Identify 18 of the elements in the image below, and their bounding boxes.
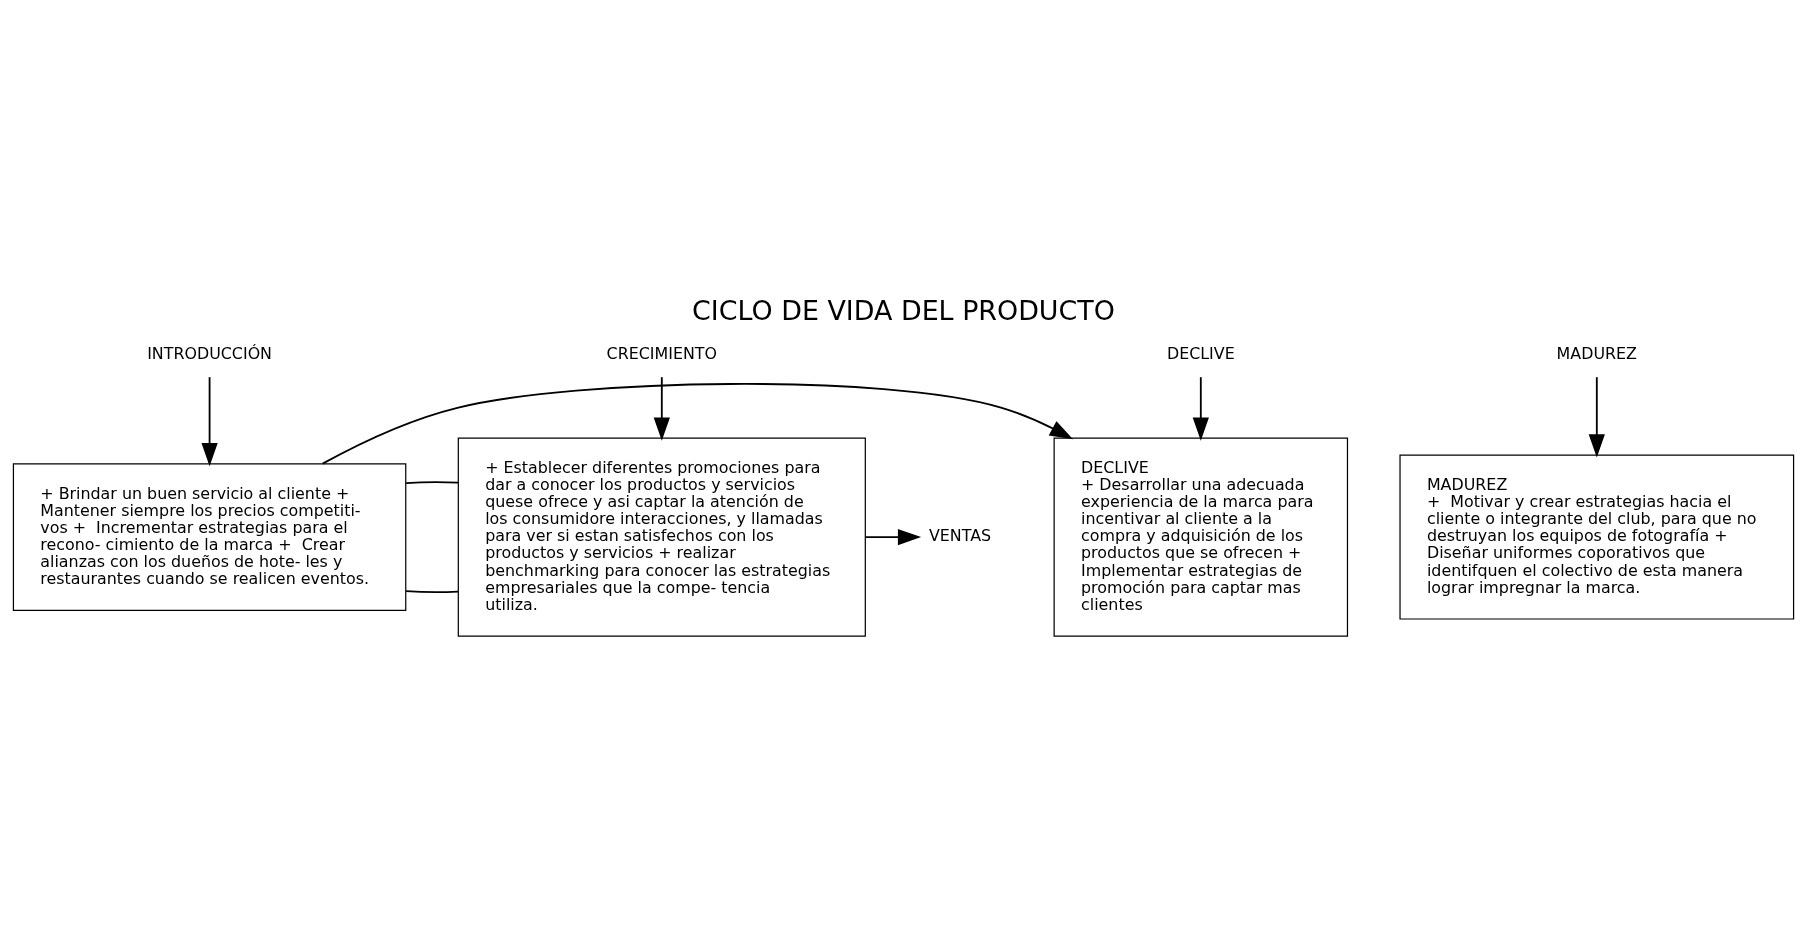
node-text: INTRODUCCIÓN — [147, 343, 273, 363]
connector — [405, 589, 459, 593]
arrow — [201, 375, 218, 466]
node-text: CRECIMIENTO — [606, 343, 717, 363]
node-box: MADUREZ + Motivar y crear estrategias hacia el cliente o integrante del club, para que no destruyan los equipos de fotografía + Diseñar uniformes coporativos que identifquen el colectivo de esta manera lograr impregnar la marca. — [1399, 454, 1795, 620]
node-box: + Brindar un buen servicio al cliente + Mantener siempre los precios competiti- vos + Incrementar estrategias para el recono- cimiento de la marca + Crear alianzas con los dueños de hote- les y restaurantes cuando se realicen eventos. — [12, 462, 407, 611]
node-box: DECLIVE + Desarrollar una adecuada experiencia de la marca para incentivar al cliente a la compra y adquisición de los productos que se ofrecen + Implementar estrategias de promoción para captar mas clientes — [1053, 437, 1349, 637]
node-text: VENTAS — [928, 525, 992, 545]
diagram-title: CICLO DE VIDA DEL PRODUCTO — [692, 294, 1115, 326]
arrow — [864, 528, 922, 545]
node-text: DECLIVE — [1166, 343, 1235, 363]
node-box: + Establecer diferentes promociones para dar a conocer los productos y servicios quese ofrece y asi captar la atención de los consumidore interacciones, y llamadas para ver si estan satisfechos con los productos y servicios + realizar benchmarking para conocer las estrategias empresariales que la compe- tencia utiliza. — [457, 437, 866, 637]
arrow — [321, 382, 1074, 465]
arrow — [653, 375, 670, 441]
node-text: MADUREZ — [1556, 343, 1637, 363]
connector — [405, 480, 459, 484]
arrow — [1192, 375, 1209, 441]
arrow — [1588, 375, 1605, 458]
